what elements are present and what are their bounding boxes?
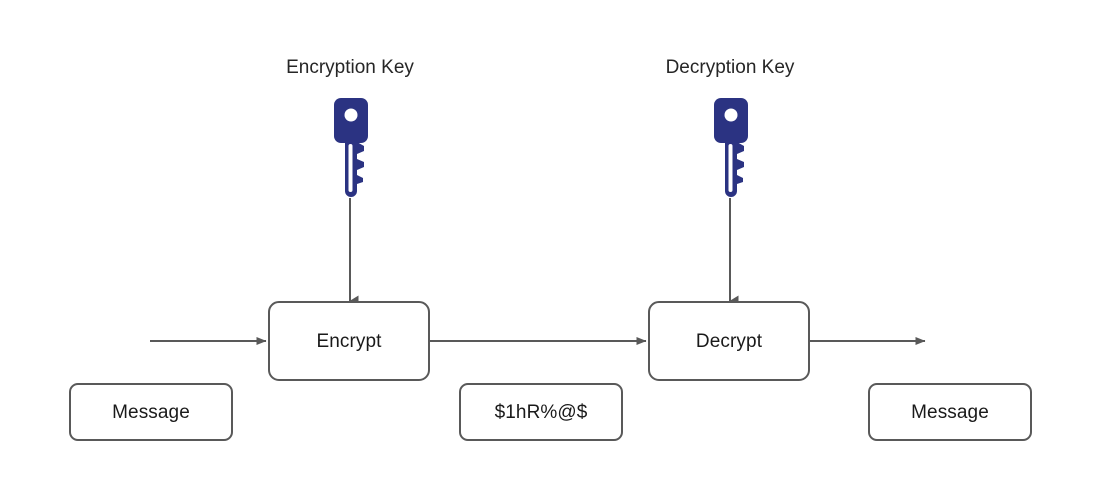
ciphertext-box[interactable]: $1hR%@$ <box>459 383 623 441</box>
decrypt-process-box[interactable]: Decrypt <box>648 301 810 381</box>
plaintext-input-box[interactable]: Message <box>69 383 233 441</box>
decryption-key-icon <box>714 98 748 197</box>
encryption-key-label: Encryption Key <box>286 57 414 78</box>
plaintext-output-box[interactable]: Message <box>868 383 1032 441</box>
decryption-key-label: Decryption Key <box>665 57 795 78</box>
encryption-key-icon <box>334 98 368 197</box>
encrypt-process-box[interactable]: Encrypt <box>268 301 430 381</box>
